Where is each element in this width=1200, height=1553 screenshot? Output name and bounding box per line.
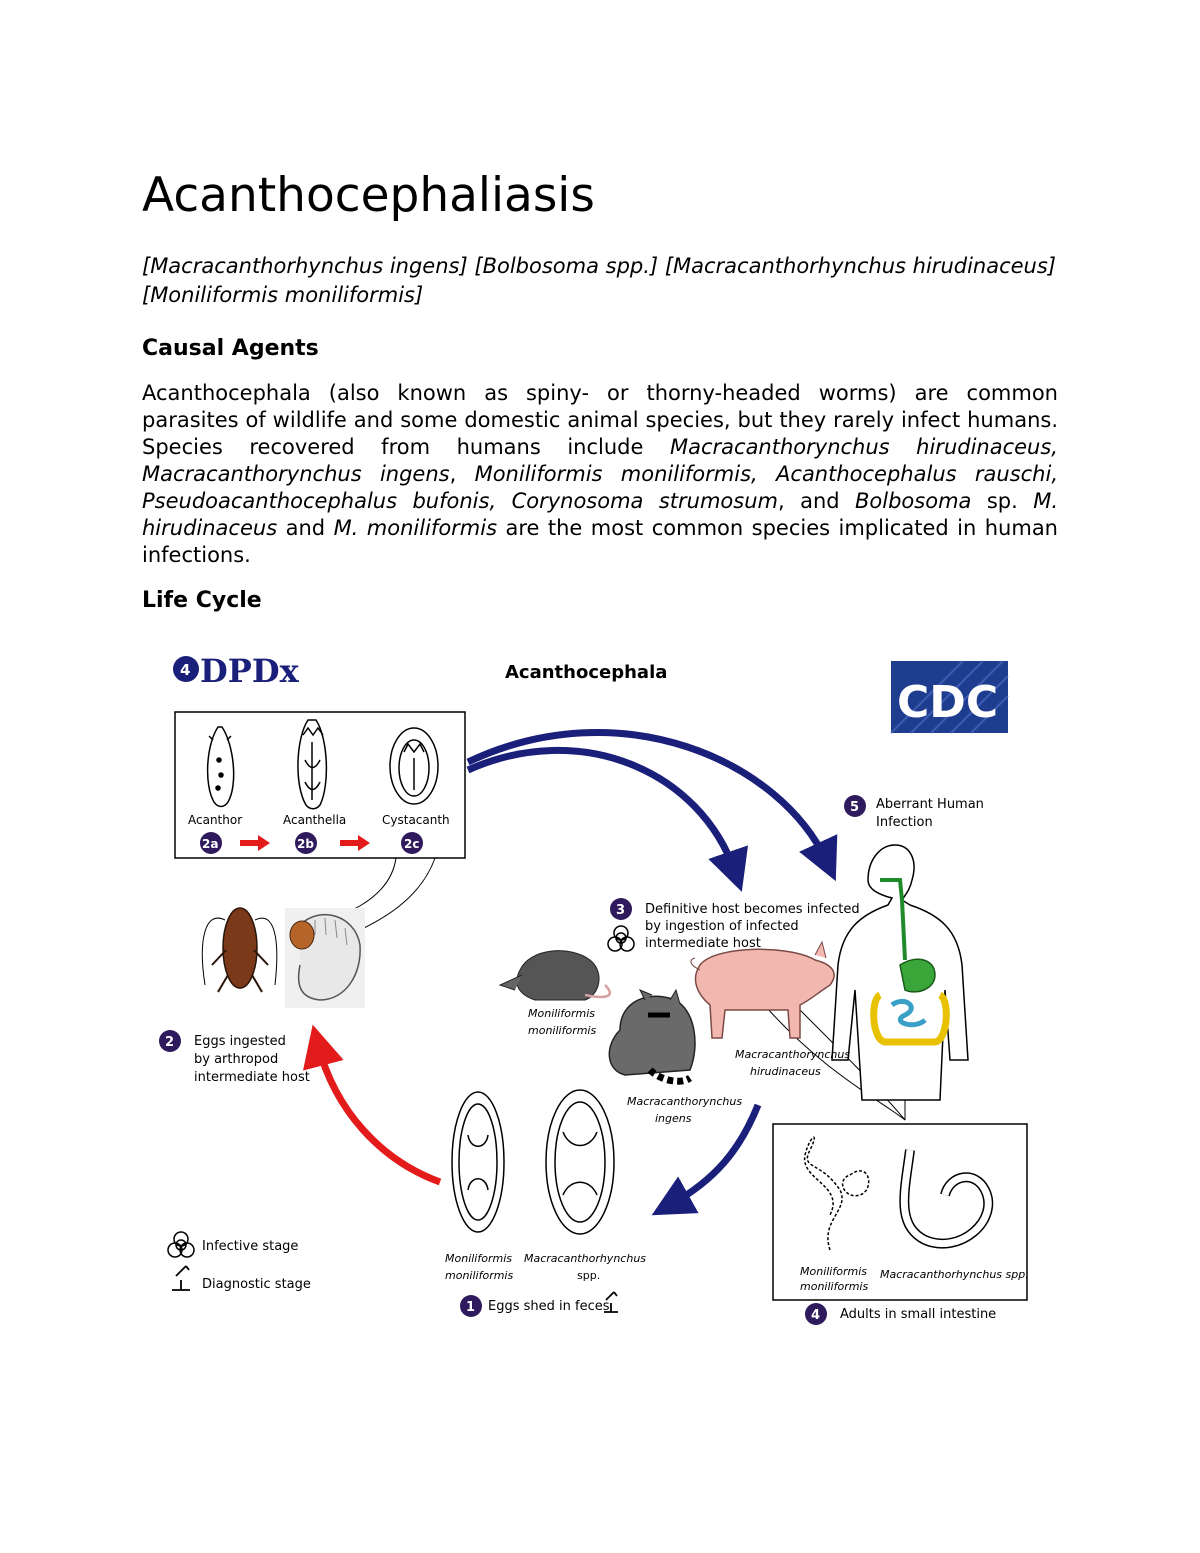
- cdc-logo-text: CDC: [897, 677, 998, 728]
- svg-text:2: 2: [165, 1035, 174, 1050]
- dpdx-logo-text: DPDx: [200, 652, 300, 690]
- moniliformis-adult-icon: [805, 1137, 869, 1250]
- rat-label-line2: moniliformis: [528, 1024, 596, 1037]
- cystacanth-icon: [390, 728, 438, 804]
- acanthella-icon: [298, 720, 326, 809]
- cdc-logo: CDC: [891, 661, 1008, 733]
- legend-infective: Infective stage: [168, 1232, 298, 1257]
- svg-text:intermediate host: intermediate host: [645, 936, 761, 951]
- cystacanth-label: Cystacanth: [382, 813, 450, 827]
- acanthor-label: Acanthor: [188, 813, 242, 827]
- macracanthorhynchus-egg-icon: [546, 1090, 614, 1234]
- adult1-label-line1: Moniliformis: [800, 1265, 867, 1278]
- step-2-label: 2 Eggs ingested by arthropod intermediat…: [159, 1030, 310, 1085]
- moniliformis-egg-icon: [452, 1092, 504, 1232]
- svg-text:Adults in small intestine: Adults in small intestine: [840, 1307, 996, 1322]
- biohazard-icon: [168, 1232, 194, 1257]
- blue-arrow-to-definitive-host: [468, 750, 735, 872]
- svg-text:2c: 2c: [404, 837, 419, 851]
- macracanthorhynchus-adult-icon: [904, 1150, 988, 1244]
- svg-text:intermediate host: intermediate host: [194, 1070, 310, 1085]
- adult1-label-line2: moniliformis: [800, 1280, 868, 1293]
- egg2-label-line2: spp.: [577, 1269, 600, 1282]
- svg-text:2b: 2b: [297, 837, 314, 851]
- human-figure-icon: [832, 845, 968, 1100]
- stage-2c-badge: 2c: [401, 832, 423, 854]
- pig-label-line2: hirudinaceus: [750, 1065, 821, 1078]
- svg-text:Diagnostic stage: Diagnostic stage: [202, 1277, 311, 1292]
- microscope-icon: [172, 1266, 190, 1290]
- svg-text:Eggs shed in feces: Eggs shed in feces: [488, 1299, 610, 1314]
- egg2-label-line1: Macracanthorhynchus: [524, 1252, 646, 1265]
- svg-text:4: 4: [180, 661, 190, 679]
- red-arrow-eggs-to-arthropod: [318, 1045, 440, 1182]
- svg-text:by ingestion of infected: by ingestion of infected: [645, 919, 799, 934]
- biohazard-icon: [608, 926, 634, 951]
- raccoon-label-line2: ingens: [655, 1112, 692, 1125]
- svg-text:Aberrant Human: Aberrant Human: [876, 797, 984, 812]
- svg-text:3: 3: [616, 903, 625, 918]
- cockroach-icon: [202, 908, 276, 992]
- svg-text:4: 4: [811, 1308, 820, 1323]
- svg-text:2a: 2a: [202, 837, 218, 851]
- stage-2b-badge: 2b: [295, 832, 317, 854]
- svg-text:by arthropod: by arthropod: [194, 1052, 278, 1067]
- acanthor-icon: [208, 727, 234, 807]
- svg-text:Definitive host becomes infect: Definitive host becomes infected: [645, 902, 860, 917]
- legend-diagnostic: Diagnostic stage: [172, 1266, 311, 1292]
- step-5-label: 5 Aberrant Human Infection: [844, 795, 984, 830]
- pig-icon: [691, 942, 834, 1038]
- raccoon-icon: [609, 990, 695, 1081]
- stage-2a-badge: 2a: [200, 832, 222, 854]
- pig-label-line1: Macracanthorynchus: [735, 1048, 850, 1061]
- svg-text:5: 5: [850, 800, 859, 815]
- acanthella-label: Acanthella: [283, 813, 346, 827]
- adult2-label: Macracanthorhynchus spp.: [880, 1268, 1029, 1281]
- dpdx-logo: 4 DPDx: [173, 652, 300, 690]
- beetle-larva-icon: [285, 908, 365, 1008]
- svg-text:1: 1: [466, 1300, 475, 1315]
- rat-label-line1: Moniliformis: [528, 1007, 595, 1020]
- raccoon-label-line1: Macracanthorynchus: [627, 1095, 742, 1108]
- step-1-label: 1 Eggs shed in feces: [460, 1295, 610, 1317]
- step-4-label: 4 Adults in small intestine: [805, 1303, 996, 1325]
- svg-text:Infective stage: Infective stage: [202, 1239, 298, 1254]
- svg-text:Infection: Infection: [876, 815, 933, 830]
- egg1-label-line1: Moniliformis: [445, 1252, 512, 1265]
- svg-text:Eggs ingested: Eggs ingested: [194, 1034, 286, 1049]
- rat-icon: [500, 951, 610, 1000]
- diagram-title: Acanthocephala: [505, 662, 667, 683]
- egg1-label-line2: moniliformis: [445, 1269, 513, 1282]
